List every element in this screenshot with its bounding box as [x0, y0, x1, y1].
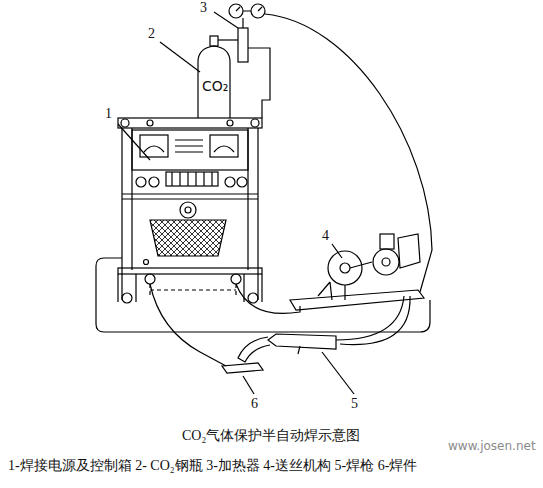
callout-number: 4	[322, 228, 329, 244]
caption: CO₂气体保护半自动焊示意图	[182, 428, 360, 444]
callout-number: 2	[148, 26, 155, 42]
callout-number: 1	[105, 106, 112, 122]
watermark: www.josen.net	[448, 440, 536, 454]
callout-number: 3	[200, 0, 207, 16]
callout-number: 6	[251, 396, 258, 412]
cylinder-label: CO₂	[202, 78, 228, 94]
part-key: 1-焊接电源及控制箱 2- CO₂钢瓶 3-加热器 4-送丝机构 5-焊枪 6-…	[8, 458, 417, 474]
callout-number: 5	[351, 396, 358, 412]
